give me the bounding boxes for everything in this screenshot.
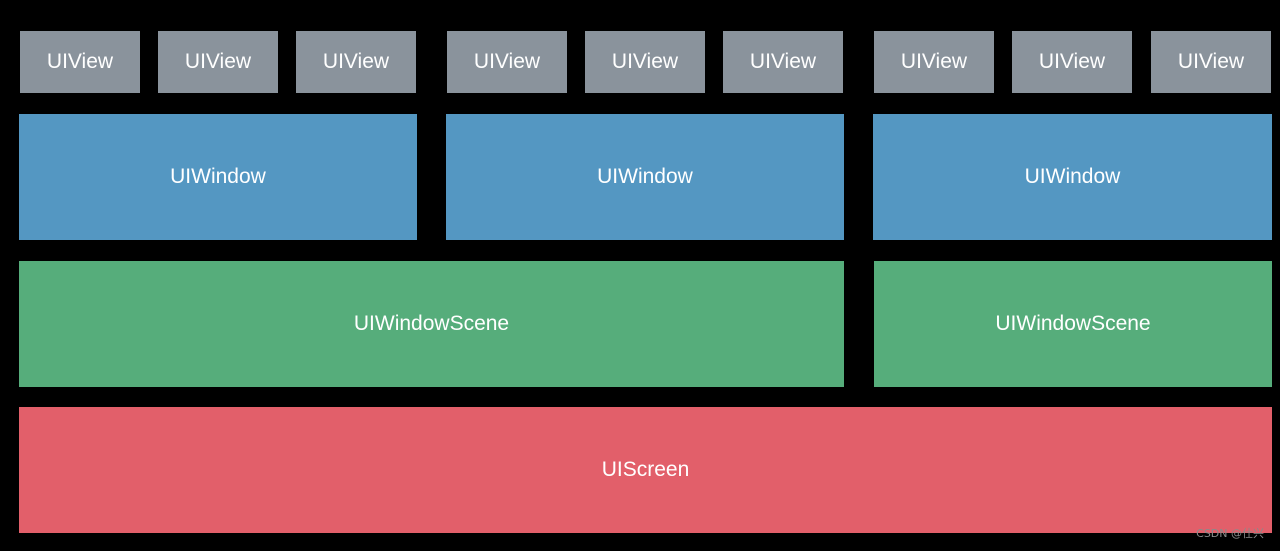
uiview-box-5: UIView	[585, 31, 705, 93]
uiwindow-box-3: UIWindow	[873, 114, 1272, 240]
uiwindow-box-1: UIWindow	[19, 114, 417, 240]
uiwindowscene-box-2: UIWindowScene	[874, 261, 1272, 387]
uiwindow-box-2: UIWindow	[446, 114, 844, 240]
uiview-box-4: UIView	[447, 31, 567, 93]
uiview-box-1: UIView	[20, 31, 140, 93]
uiview-box-9: UIView	[1151, 31, 1271, 93]
uiwindowscene-box-1: UIWindowScene	[19, 261, 844, 387]
uiview-box-3: UIView	[296, 31, 416, 93]
uiview-box-6: UIView	[723, 31, 843, 93]
watermark-text: CSDN @仕兴	[1196, 527, 1264, 540]
uiscreen-box: UIScreen	[19, 407, 1272, 533]
uiview-box-7: UIView	[874, 31, 994, 93]
uiview-box-2: UIView	[158, 31, 278, 93]
uiview-box-8: UIView	[1012, 31, 1132, 93]
